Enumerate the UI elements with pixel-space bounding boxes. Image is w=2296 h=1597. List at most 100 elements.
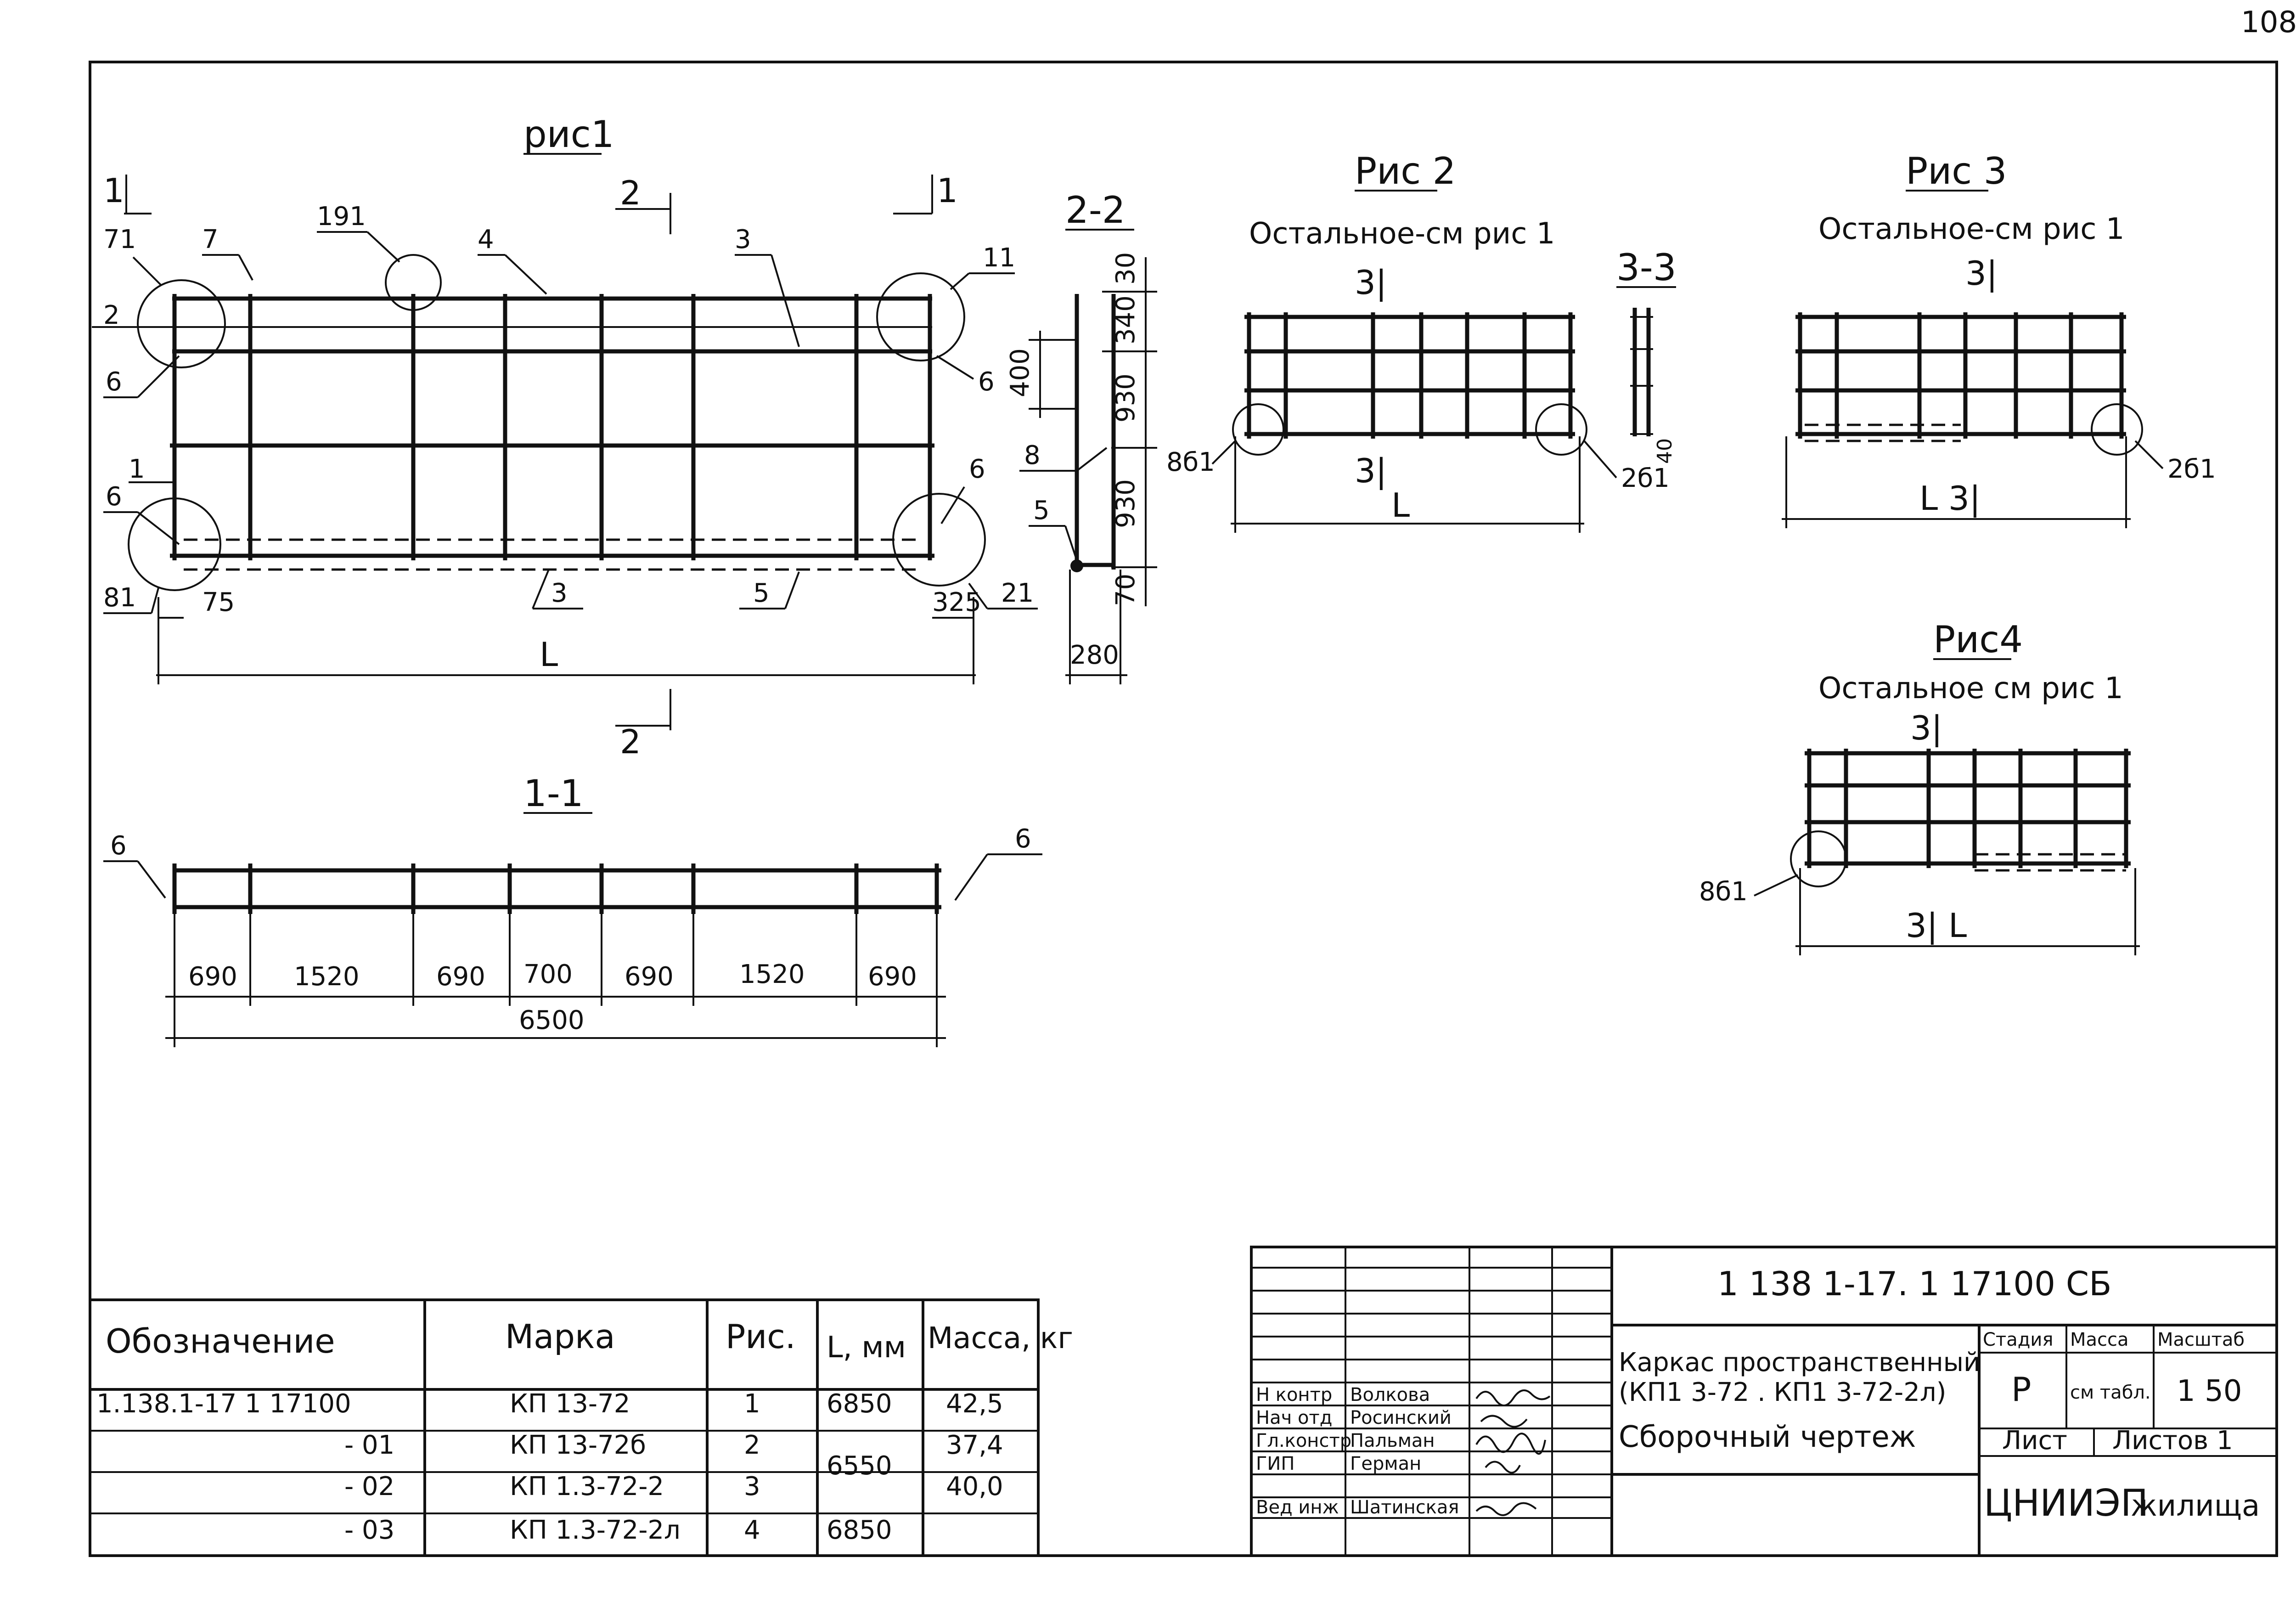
row1-mark: КП 13-72 [510,1389,630,1419]
drawing-doc-type: Сборочный чертеж [1619,1420,1916,1454]
s33-dim-40: 40 [1653,438,1677,464]
sheet-frame [89,61,2278,1557]
row1-designation: 1.138.1-17 1 17100 [96,1389,351,1419]
section-2-2: 2-2 30 340 400 930 930 70 280 8 5 [1005,189,1157,684]
s11-dim-1: 1520 [294,962,360,992]
node-circle-81 [128,497,221,591]
sheets-label: Листов 1 [2112,1426,2233,1456]
fig1-title: рис1 [523,113,614,156]
fig2-mark-top: 3| [1355,263,1387,302]
sig-name-5: Шатинская [1350,1497,1459,1518]
row3-mark: КП 1.3-72-2 [510,1472,664,1501]
figure-4: Рис4 Остальное см рис 1 3| 8б1 3| L [1699,618,2140,955]
s22-callout-5: 5 [1033,496,1050,525]
fig1-dim-75: 75 [202,587,235,617]
scale-value: 1 50 [2177,1374,2242,1408]
figure-1: рис1 1 1 2 2 [92,113,1038,761]
s11-callout-left: 6 [110,831,127,861]
drawing-name-2: (КП1 3-72 . КП1 3-72-2л) [1619,1377,1947,1407]
fig3-callout-right: 2б1 [2167,454,2216,484]
fig3-mark-top: 3| [1965,254,1998,293]
row1-fig: 1 [744,1389,760,1419]
row2-length: 6550 [827,1451,892,1481]
s11-dim-6: 690 [868,962,917,992]
page-number: 108 [2241,6,2296,40]
table-header-mark: Марка [505,1317,615,1356]
callout-3-bottom: 3 [551,578,568,608]
node-circle-71 [137,279,226,368]
sig-role-3: Гл.констр [1256,1430,1351,1451]
row2-mass: 37,4 [946,1430,1003,1460]
signature-scribble [1480,1415,1528,1428]
fig2-mark-bottom: 3| [1355,451,1387,491]
s11-dim-total: 6500 [519,1005,585,1035]
callout-4: 4 [478,225,494,254]
callout-1: 1 [129,454,145,484]
stage-header: Стадия [1983,1329,2053,1350]
row2-fig: 2 [744,1430,760,1460]
s22-dim-930-bottom: 930 [1111,479,1141,528]
s22-dim-930-top: 930 [1111,373,1141,423]
section33-title: 3-3 [1616,246,1677,289]
row2-designation: - 01 [344,1430,394,1460]
callout-81: 81 [103,583,136,613]
sig-name-3: Пальман [1350,1430,1435,1451]
sig-name-4: Герман [1350,1453,1421,1474]
stage-value: Р [2011,1370,2031,1409]
signature-scribble [1485,1461,1521,1474]
s22-dim-70: 70 [1111,574,1141,606]
fig4-note: Остальное см рис 1 [1818,672,2123,705]
row1-mass: 42,5 [946,1389,1003,1419]
scale-header: Масштаб [2157,1329,2245,1350]
node-circle-191 [385,254,442,311]
callout-191: 191 [317,202,366,231]
callout-7: 7 [202,225,219,254]
signature-scribble [1475,1433,1546,1455]
fig1-dim-325: 325 [932,587,981,617]
section11-title: 1-1 [523,772,584,815]
fig4-dim-L: 3| L [1906,906,1967,945]
sig-role-4: ГИП [1256,1453,1294,1474]
row4-length: 6850 [827,1515,892,1545]
section22-title: 2-2 [1065,189,1125,231]
s11-dim-0: 690 [188,962,237,992]
fig2-note: Остальное-см рис 1 [1249,217,1555,251]
mass-header: Масса [2070,1329,2129,1350]
figure-3: Рис 3 Остальное-см рис 1 3| 2б1 L 3| [1782,150,2216,528]
sig-name-2: Росинский [1350,1407,1452,1428]
sig-role-5: Вед инж [1256,1497,1339,1518]
node-circle-11 [876,272,965,361]
s11-callout-right: 6 [1015,824,1031,854]
table-header-length: L, мм [827,1331,906,1365]
s22-dim-340: 340 [1111,295,1141,344]
signature-scribble [1475,1502,1537,1516]
s22-dim-400: 400 [1005,348,1035,397]
fig3-title: Рис 3 [1906,150,2007,192]
row3-designation: - 02 [344,1472,394,1501]
row3-mass: 40,0 [946,1472,1003,1501]
fig2-callout-right: 2б1 [1621,463,1670,493]
node-circle-21 [892,493,986,587]
fig3-note: Остальное-см рис 1 [1818,212,2124,246]
org-suffix: жилища [2131,1489,2260,1523]
fig2-dim-L: L [1391,486,1410,525]
fig4-mark-top: 3| [1910,709,1942,748]
org-name: ЦНИИЭП [1984,1482,2148,1524]
mass-value: см табл. [2070,1382,2151,1403]
title-block: Н контр Волкова Нач отд Росинский Гл.кон… [1250,1246,2278,1557]
callout-71: 71 [103,225,136,254]
fig4-title: Рис4 [1933,618,2023,661]
callout-2: 2 [103,300,120,330]
table-header-mass: Масса, кг [928,1321,1073,1355]
callout-11: 11 [983,243,1015,273]
s11-dim-2: 690 [436,962,485,992]
sig-name-1: Волкова [1350,1384,1430,1405]
s22-dim-30: 30 [1111,252,1141,285]
callout-5: 5 [753,578,770,608]
section-1-1: 1-1 6 6 690 1520 690 700 6 [103,772,1042,1047]
section-2-bottom-label: 2 [620,722,641,761]
row2-mark: КП 13-72б [510,1430,646,1460]
section-1-left-label: 1 [103,171,124,210]
row4-fig: 4 [744,1515,760,1545]
